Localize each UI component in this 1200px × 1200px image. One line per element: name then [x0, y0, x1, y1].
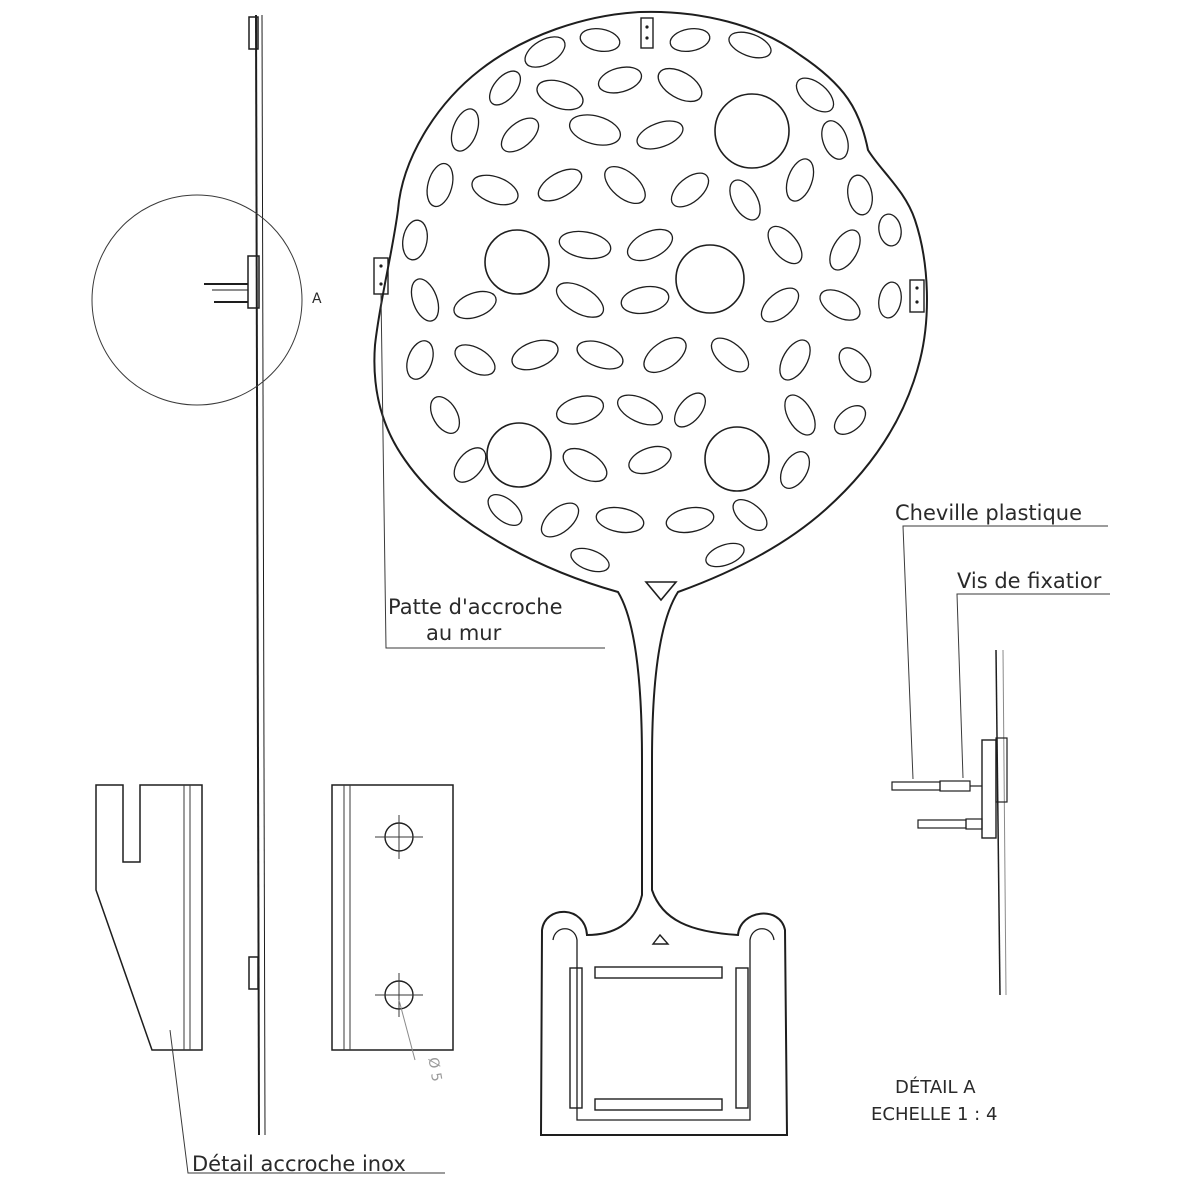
detail-a-circle	[91, 194, 303, 406]
detail-a-view	[891, 649, 1008, 996]
accroche-label: Détail accroche inox	[192, 1152, 406, 1176]
detail-title: DÉTAIL A	[895, 1076, 976, 1098]
cheville-leader-line	[902, 525, 1108, 780]
vis-leader-line	[956, 593, 1110, 779]
accroche-leader-line	[169, 1029, 445, 1174]
bracket-front-view	[331, 784, 454, 1061]
side-view: A	[91, 14, 322, 1136]
bracket-side-view	[95, 784, 203, 1051]
diameter-label: Ø 5	[424, 1056, 444, 1083]
patte-leader-line	[380, 293, 605, 649]
vis-label: Vis de fixatior	[957, 569, 1102, 593]
detail-marker-label: A	[312, 291, 322, 307]
cheville-label: Cheville plastique	[895, 501, 1082, 525]
echelle-label: ECHELLE 1 : 4	[871, 1104, 997, 1125]
patte-label-line1: Patte d'accroche	[388, 595, 563, 619]
tree-front-view	[373, 10, 928, 1136]
patte-label-line2: au mur	[426, 621, 502, 645]
